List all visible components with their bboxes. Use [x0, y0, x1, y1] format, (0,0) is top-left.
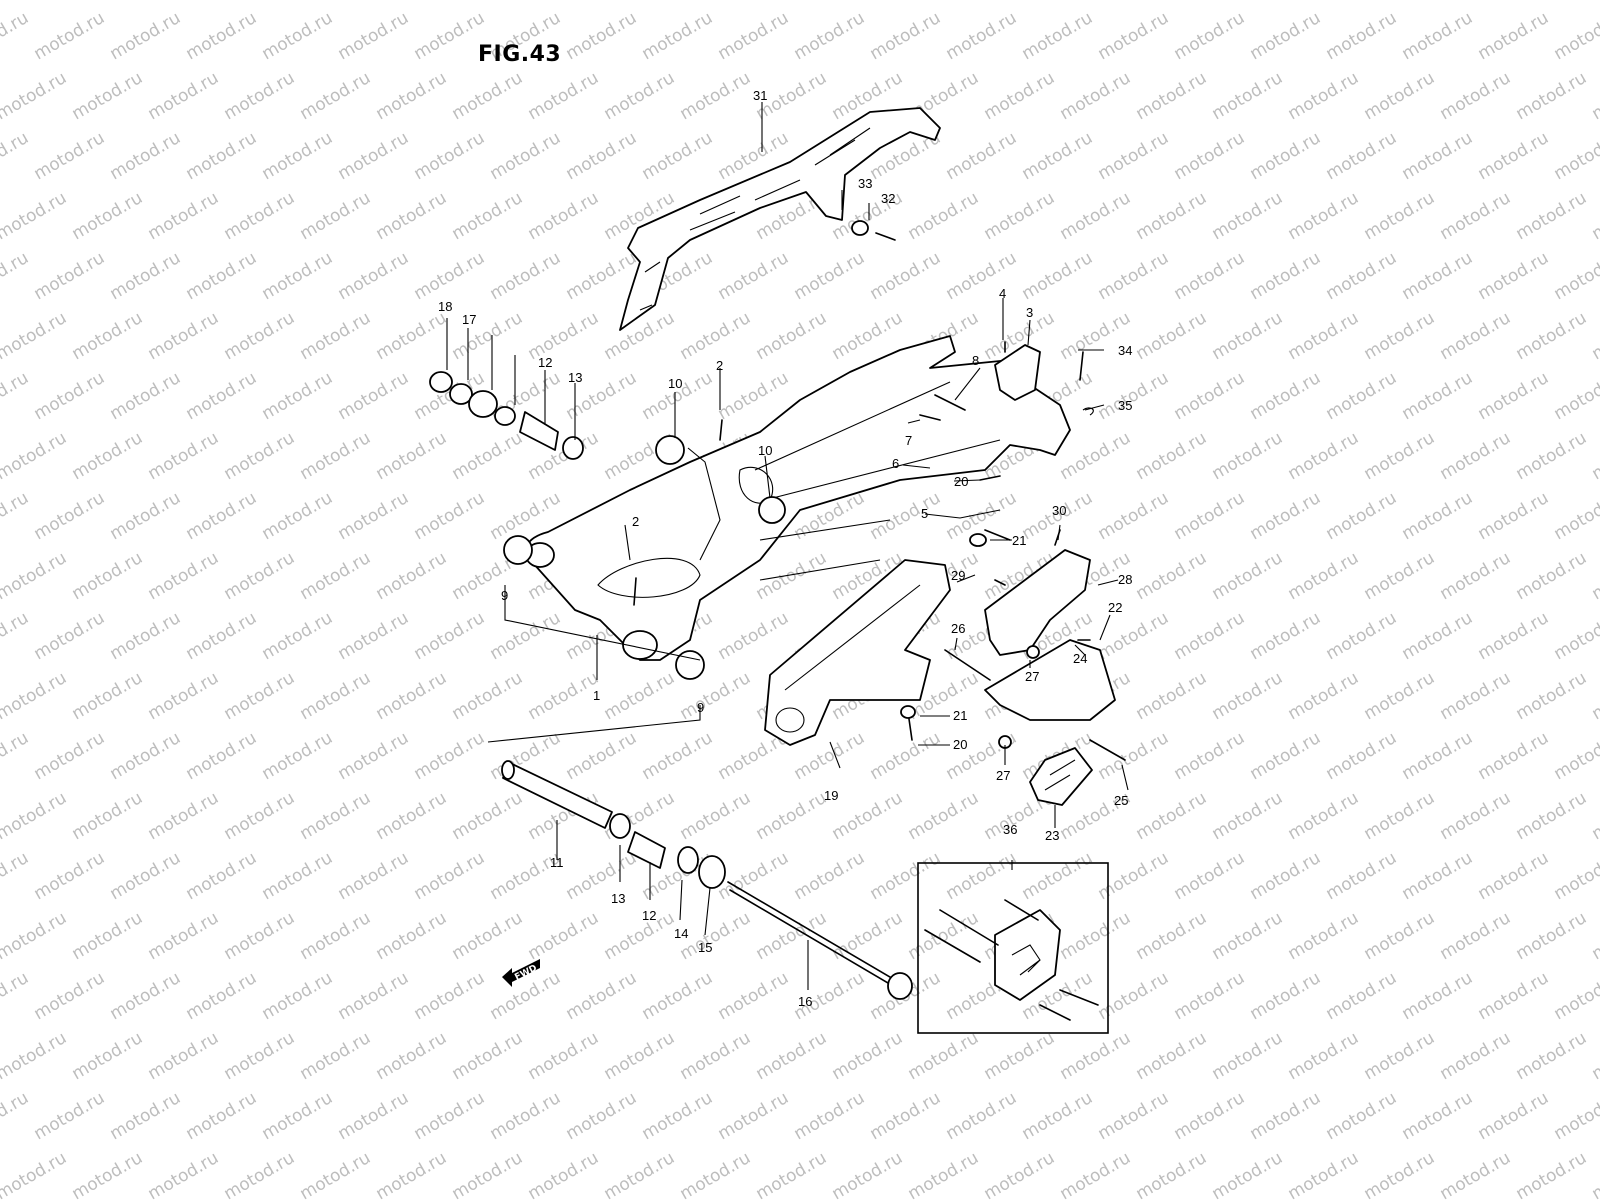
label-10: 10	[758, 443, 772, 458]
label-13: 13	[568, 370, 582, 385]
chain-slider	[1029, 747, 1093, 806]
chain-case	[619, 107, 941, 331]
label-18: 18	[438, 299, 452, 314]
label-28: 28	[1118, 572, 1132, 587]
label-2: 2	[632, 514, 639, 529]
label-25: 25	[1114, 793, 1128, 808]
leader-lines	[446, 102, 1129, 990]
label-21: 21	[1012, 533, 1026, 548]
chain-guide-arm	[764, 559, 951, 746]
label-20: 20	[953, 737, 967, 752]
label-34: 34	[1118, 343, 1132, 358]
label-19: 19	[824, 788, 838, 803]
label-1: 1	[593, 688, 600, 703]
label-32: 32	[881, 191, 895, 206]
label-23: 23	[1045, 828, 1059, 843]
label-22: 22	[1108, 600, 1122, 615]
label-9: 9	[501, 588, 508, 603]
label-27: 27	[1025, 669, 1039, 684]
label-12: 12	[642, 908, 656, 923]
pivot-bolt	[727, 881, 896, 987]
bracket-22	[984, 639, 1116, 721]
detail-box-36	[917, 862, 1109, 1034]
label-10: 10	[668, 376, 682, 391]
pivot-pipe	[502, 761, 613, 829]
label-7: 7	[905, 433, 912, 448]
label-17: 17	[462, 312, 476, 327]
label-35: 35	[1118, 398, 1132, 413]
bracket-3	[994, 344, 1041, 401]
label-13: 13	[611, 891, 625, 906]
figure-title: FIG.43	[478, 42, 562, 67]
label-2: 2	[716, 358, 723, 373]
fwd-arrow	[502, 959, 540, 987]
label-27: 27	[996, 768, 1010, 783]
label-8: 8	[972, 353, 979, 368]
label-6: 6	[892, 456, 899, 471]
label-5: 5	[921, 506, 928, 521]
label-26: 26	[951, 621, 965, 636]
label-12: 12	[538, 355, 552, 370]
label-20: 20	[954, 474, 968, 489]
label-30: 30	[1052, 503, 1066, 518]
label-24: 24	[1073, 651, 1087, 666]
label-3: 3	[1026, 305, 1033, 320]
label-33: 33	[858, 176, 872, 191]
label-9: 9	[697, 700, 704, 715]
label-21: 21	[953, 708, 967, 723]
part-labels: 31 33 32 18 17 12 13 2 10 10 4 3 34 35 8…	[438, 88, 1132, 1009]
label-16: 16	[798, 994, 812, 1009]
bracket-28	[984, 549, 1091, 656]
label-11: 11	[550, 855, 564, 870]
swingarm	[525, 335, 1071, 661]
label-29: 29	[951, 568, 965, 583]
label-4: 4	[999, 286, 1006, 301]
label-15: 15	[698, 940, 712, 955]
label-14: 14	[674, 926, 688, 941]
label-31: 31	[753, 88, 767, 103]
label-36: 36	[1003, 822, 1017, 837]
